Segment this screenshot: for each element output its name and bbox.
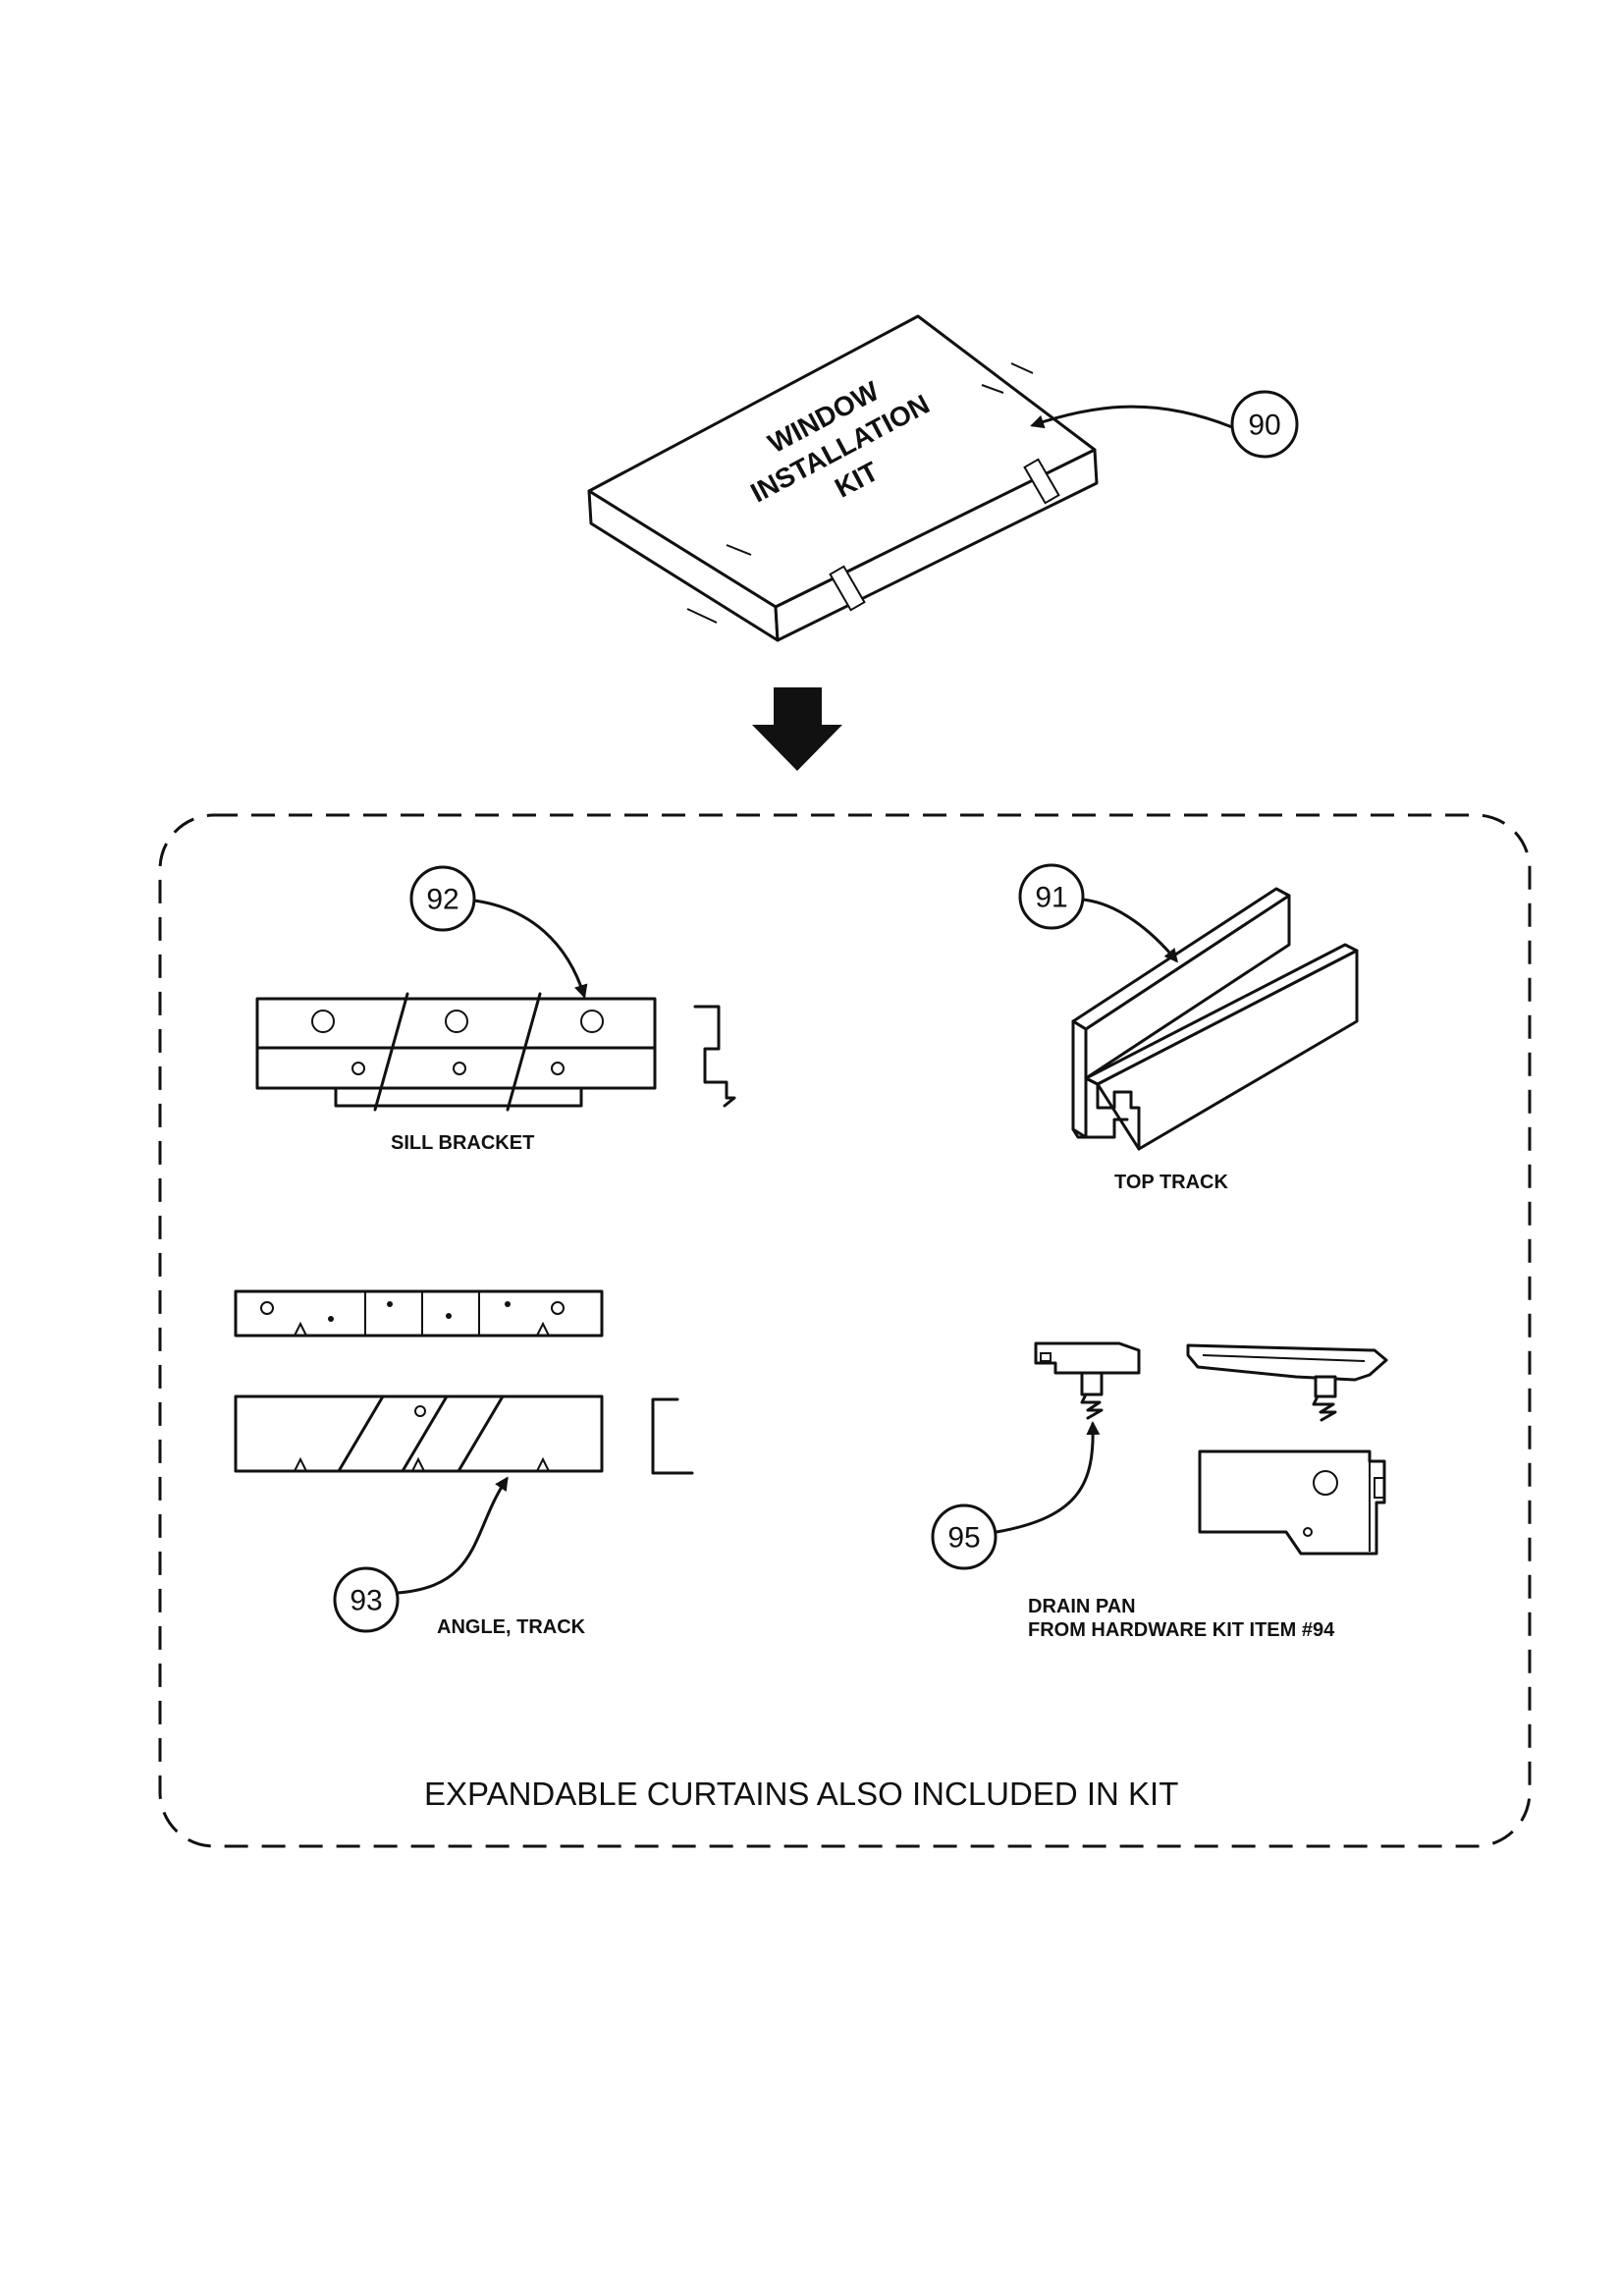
drain-pan-part — [1198, 1449, 1386, 1556]
callout-90: 90 — [1030, 390, 1299, 459]
angle-track-label: ANGLE, TRACK — [437, 1616, 586, 1638]
callout-93: 93 — [333, 1476, 509, 1633]
expandable-curtains-note: EXPANDABLE CURTAINS ALSO INCLUDED IN KIT — [424, 1776, 1178, 1812]
drain-pan-label: DRAIN PAN — [1028, 1596, 1136, 1617]
callout-95: 95 — [931, 1421, 1101, 1570]
drain-pan-screw-part — [1034, 1341, 1141, 1420]
callout-number-95: 95 — [947, 1522, 980, 1555]
callout-91: 91 — [1018, 863, 1178, 963]
sill-bracket-part — [255, 992, 736, 1112]
callout-number-93: 93 — [350, 1585, 382, 1617]
callout-number-91: 91 — [1035, 882, 1067, 914]
callout-number-92: 92 — [426, 884, 458, 916]
drain-pan-source-label: FROM HARDWARE KIT ITEM #94 — [1028, 1619, 1335, 1641]
down-arrow-icon — [752, 687, 842, 771]
kit-contents-border — [158, 813, 1532, 1848]
angle-track-part — [234, 1289, 694, 1475]
top-track-label: TOP TRACK — [1114, 1172, 1228, 1193]
drain-pan-clip-part — [1186, 1343, 1388, 1422]
window-installation-kit-box: WINDOW INSTALLATION KIT — [587, 314, 1099, 642]
callout-92: 92 — [409, 865, 588, 999]
callout-number-90: 90 — [1248, 410, 1280, 442]
sill-bracket-label: SILL BRACKET — [391, 1132, 534, 1154]
top-track-part — [1071, 887, 1359, 1151]
